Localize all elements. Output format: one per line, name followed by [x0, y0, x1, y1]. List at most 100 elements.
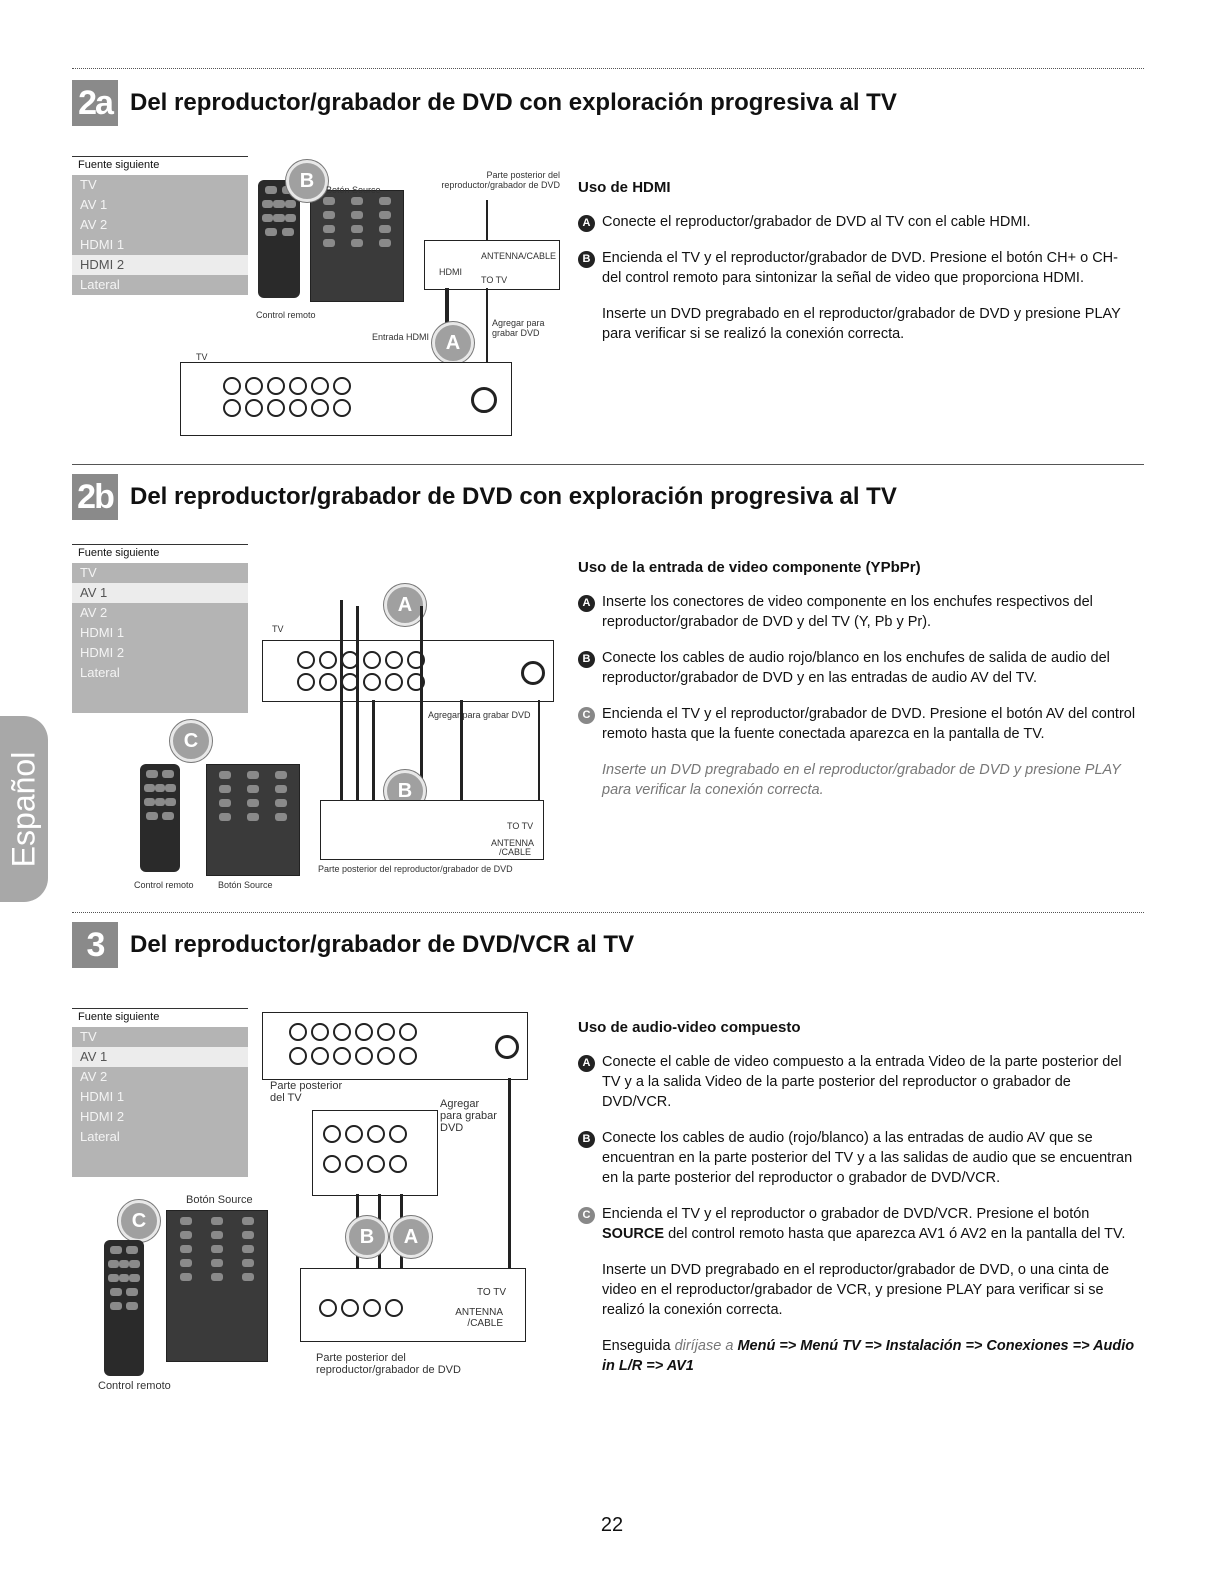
tv-av-panel-zoom: [312, 1110, 438, 1196]
menu-item: TV: [72, 175, 248, 195]
caption: Parte posterior del TV: [270, 1080, 343, 1104]
caption: TO TV: [481, 275, 508, 285]
tv-back-panel: [262, 640, 554, 702]
language-label: Español: [5, 751, 42, 867]
section-title: Del reproductor/grabador de DVD/VCR al T…: [130, 931, 635, 958]
subtitle: Uso de audio-video compuesto: [578, 1019, 801, 1036]
caption: ANTENNA /CABLE: [455, 1307, 503, 1329]
menu-item: AV 1: [72, 195, 248, 215]
step-marker-icon: A: [578, 1055, 595, 1072]
antenna-cable: [508, 1078, 511, 1268]
caption: Botón Source: [326, 185, 381, 195]
menu-item: AV 2: [72, 603, 248, 623]
audio-cable: [460, 700, 463, 840]
step-marker-c: C: [118, 1200, 160, 1242]
subtitle: Uso de HDMI: [578, 179, 671, 196]
remote-control-image: [258, 180, 300, 298]
dvd-recorder-back-panel: TO TV ANTENNA /CABLE: [300, 1268, 526, 1342]
component-cable: [356, 606, 359, 840]
menu-item: AV 2: [72, 1067, 248, 1087]
page-number: 22: [600, 1514, 624, 1536]
section-badge: 2a: [72, 80, 118, 126]
step-marker-icon: C: [578, 707, 595, 724]
caption: HDMI: [439, 267, 462, 277]
remote-zoom-image: [206, 764, 300, 876]
caption: Agregar para grabar DVD: [492, 318, 545, 338]
note: Inserte un DVD pregrabado en el reproduc…: [602, 1262, 1110, 1318]
note: Inserte un DVD pregrabado en el reproduc…: [602, 762, 1121, 798]
section-divider: [72, 464, 1144, 465]
caption: Agregar para grabar DVD: [428, 710, 531, 720]
section-divider: [72, 912, 1144, 913]
menu-item-selected: HDMI 2: [72, 255, 248, 275]
section-divider: [72, 68, 1144, 69]
section-badge: 3: [72, 922, 118, 968]
step-marker-b: B: [286, 160, 328, 202]
final-instruction: Enseguida diríjase a Menú => Menú TV => …: [602, 1338, 1135, 1374]
subtitle: Uso de la entrada de video componente (Y…: [578, 559, 921, 576]
section-2b-text: Uso de la entrada de video componente (Y…: [578, 558, 1138, 816]
caption: TV: [196, 352, 208, 362]
caption: TO TV: [507, 821, 534, 831]
step-marker-a: A: [390, 1216, 432, 1258]
component-cable: [340, 600, 343, 840]
step-marker-icon: A: [578, 595, 595, 612]
step-marker-icon: B: [578, 651, 595, 668]
menu-item-selected: AV 1: [72, 1047, 248, 1067]
menu-blank: [72, 683, 248, 713]
remote-zoom-image: [310, 190, 404, 302]
step-marker-a: A: [384, 584, 426, 626]
caption: Parte posterior del reproductor/grabador…: [318, 864, 513, 874]
section-badge: 2b: [72, 474, 118, 520]
section-title: Del reproductor/grabador de DVD con expl…: [130, 483, 897, 510]
tv-cable: [486, 288, 488, 388]
caption: ANTENNA/CABLE: [481, 251, 557, 261]
caption: TV: [272, 624, 284, 634]
step-marker-icon: B: [578, 1131, 595, 1148]
menu-item: AV 2: [72, 215, 248, 235]
menu-item: TV: [72, 563, 248, 583]
menu-title: Fuente siguiente: [72, 156, 248, 175]
step-marker-c: C: [170, 720, 212, 762]
step-marker-a: A: [432, 322, 474, 364]
caption: Agregar para grabar DVD: [440, 1098, 497, 1134]
caption: Control remoto: [134, 880, 194, 890]
dvd-recorder-back-panel: TO TV ANTENNA /CABLE: [320, 800, 544, 860]
caption: Control remoto: [256, 310, 316, 320]
step-marker-icon: B: [578, 251, 595, 268]
section-2b-header: 2b Del reproductor/grabador de DVD con e…: [72, 474, 897, 520]
menu-item: Lateral: [72, 1127, 248, 1147]
caption: Entrada HDMI: [372, 332, 430, 342]
dvd-recorder-back-panel: ANTENNA/CABLE TO TV HDMI: [424, 240, 560, 290]
menu-item: HDMI 2: [72, 643, 248, 663]
tv-back-panel: [180, 362, 512, 436]
audio-cable: [372, 700, 375, 840]
source-menu: Fuente siguiente TV AV 1 AV 2 HDMI 1 HDM…: [72, 1008, 248, 1177]
section-title: Del reproductor/grabador de DVD con expl…: [130, 89, 897, 116]
menu-item: TV: [72, 1027, 248, 1047]
language-side-tab: Español: [0, 716, 48, 902]
note: Inserte un DVD pregrabado en el reproduc…: [602, 306, 1121, 342]
menu-item: Lateral: [72, 663, 248, 683]
antenna-cable: [486, 200, 488, 240]
caption: Parte posterior del reproductor/grabador…: [441, 170, 560, 190]
source-menu: Fuente siguiente TV AV 1 AV 2 HDMI 1 HDM…: [72, 544, 248, 713]
antenna-cable: [538, 700, 540, 800]
remote-zoom-image: [166, 1210, 268, 1362]
step-marker-b: B: [346, 1216, 388, 1258]
menu-item: HDMI 1: [72, 235, 248, 255]
menu-item: HDMI 2: [72, 1107, 248, 1127]
caption: TO TV: [477, 1287, 507, 1298]
caption: Botón Source: [186, 1194, 253, 1206]
section-2a-header: 2a Del reproductor/grabador de DVD con e…: [72, 80, 897, 126]
menu-item: Lateral: [72, 275, 248, 295]
